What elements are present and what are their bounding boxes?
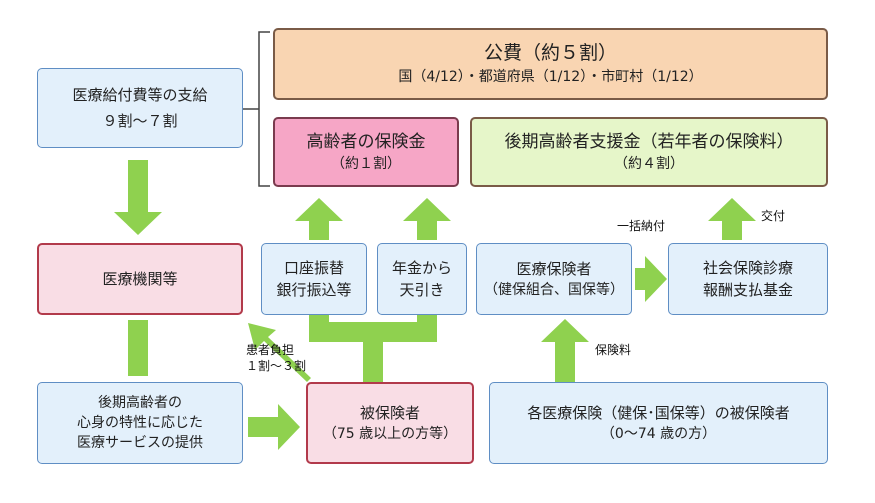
copay-label-line1: 患者負担 — [246, 343, 295, 357]
elderly-premium-title: 高齢者の保険金 — [306, 132, 426, 152]
elderly-premium-box: 高齢者の保険金 （約１割） — [273, 117, 459, 187]
premium-label: 保険料 — [595, 343, 632, 357]
pension-deduction-line1: 年金から — [391, 259, 452, 277]
service-provision-line1: 後期高齢者の — [98, 395, 182, 411]
arrow-up-left-icon — [248, 323, 311, 382]
arrow-up-icon — [541, 319, 589, 382]
payment-fund-line1: 社会保険診療 — [702, 259, 793, 277]
service-provision-line2: 心身の特性に応じた — [77, 415, 203, 431]
bank-transfer-line2: 銀行振込等 — [276, 281, 352, 299]
medical-insurer-box: 医療保険者 （健保組合、国保等） — [476, 243, 632, 315]
medical-institution-box: 医療機関等 — [37, 243, 243, 315]
support-fund-detail: （約４割） — [614, 156, 684, 172]
payment-fund-box: 社会保険診療 報酬支払基金 — [668, 243, 828, 315]
medical-insurer-line2: （健保組合、国保等） — [484, 282, 624, 298]
grant-label: 交付 — [761, 209, 786, 223]
insured-elderly-line2: （75 歳以上の方等） — [322, 426, 458, 442]
arrow-right-icon — [635, 256, 667, 302]
elderly-premium-detail: （約１割） — [331, 156, 401, 172]
arrow-up-icon — [403, 198, 451, 240]
connector-bar — [309, 322, 437, 342]
bank-transfer-line1: 口座振替 — [283, 259, 344, 277]
connector-bar — [128, 320, 148, 376]
arrow-right-icon — [248, 404, 300, 450]
lump-sum-label: 一括納付 — [617, 219, 666, 233]
insured-elderly-box: 被保険者 （75 歳以上の方等） — [306, 382, 474, 464]
support-fund-box: 後期高齢者支援金（若年者の保険料） （約４割） — [470, 117, 828, 187]
benefit-payment-line1: 医療給付費等の支給 — [72, 86, 208, 104]
insured-young-line1: 各医療保険（健保･国保等）の被保険者 — [527, 404, 790, 422]
arrow-up-icon — [708, 198, 756, 240]
medical-insurer-line1: 医療保険者 — [516, 260, 592, 278]
pension-deduction-box: 年金から 天引き — [377, 243, 467, 315]
public-funds-box: 公費（約５割） 国（4/12）・都道府県（1/12）・市町村（1/12） — [273, 28, 828, 100]
payment-fund-line2: 報酬支払基金 — [702, 281, 793, 299]
benefit-payment-line2: ９割～７割 — [102, 112, 178, 130]
service-provision-line3: 医療サービスの提供 — [77, 435, 203, 451]
medical-institution-label: 医療機関等 — [102, 270, 178, 288]
support-fund-title: 後期高齢者支援金（若年者の保険料） — [504, 132, 794, 152]
public-funds-title: 公費（約５割） — [483, 42, 617, 64]
pension-deduction-line2: 天引き — [399, 281, 445, 299]
arrow-down-icon — [114, 160, 162, 235]
bracket-icon — [243, 31, 270, 187]
bank-transfer-box: 口座振替 銀行振込等 — [261, 243, 367, 315]
public-funds-detail: 国（4/12）・都道府県（1/12）・市町村（1/12） — [398, 69, 703, 85]
benefit-payment-box: 医療給付費等の支給 ９割～７割 — [37, 68, 243, 148]
copay-label-line2: １割～３割 — [246, 359, 307, 373]
connector-bar — [363, 338, 383, 382]
service-provision-box: 後期高齢者の 心身の特性に応じた 医療サービスの提供 — [37, 382, 243, 464]
insured-young-box: 各医療保険（健保･国保等）の被保険者 （0～74 歳の方） — [489, 382, 828, 464]
insured-young-line2: （0～74 歳の方） — [600, 426, 717, 442]
insured-elderly-line1: 被保険者 — [359, 404, 420, 422]
arrow-up-icon — [295, 198, 343, 240]
